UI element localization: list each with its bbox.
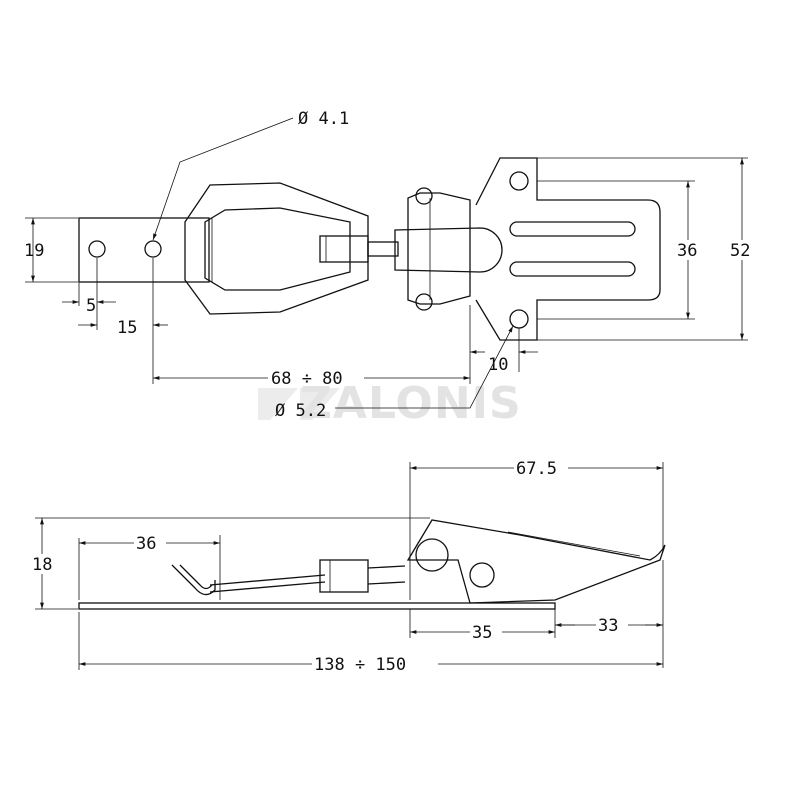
slot-bottom	[509, 261, 636, 277]
side-pivot	[415, 538, 449, 572]
top-view: 19 5 15 68 ÷ 80 10 Ø 4.1 Ø 5.2 36	[24, 109, 760, 421]
dim-138-150-label: 138 ÷ 150	[314, 655, 406, 675]
clevis	[394, 227, 503, 273]
dim-67-5-label: 67.5	[516, 459, 557, 479]
dim-36-label: 36	[677, 241, 697, 261]
dim-hole-5-2-label: Ø 5.2	[275, 401, 326, 421]
dim-10-label: 10	[488, 355, 508, 375]
slot-top	[509, 221, 636, 237]
keeper-hole-1	[88, 240, 106, 258]
dim-5-label: 5	[86, 296, 96, 316]
threaded-rod	[367, 241, 399, 257]
base-hole-bottom	[509, 309, 529, 329]
dim-18-label: 18	[32, 555, 52, 575]
side-view: 67.5 36 18 35 33 138 ÷ 150	[30, 458, 666, 675]
hook-loop-outer	[184, 182, 369, 315]
dim-hole-4-1-label: Ø 4.1	[298, 109, 349, 129]
dim-15-label: 15	[117, 318, 137, 338]
watermark-text: ZALONIS	[300, 378, 522, 429]
lever-body	[407, 192, 471, 305]
dim-19-label: 19	[24, 241, 44, 261]
side-nut	[319, 559, 369, 593]
side-pin	[469, 562, 495, 588]
dim-68-80-label: 68 ÷ 80	[271, 369, 343, 389]
base-hole-top	[509, 171, 529, 191]
keeper-hole-2	[144, 240, 162, 258]
dim-52-label: 52	[730, 241, 750, 261]
hook-loop-inner	[204, 207, 351, 291]
dim-36-side-label: 36	[136, 534, 156, 554]
base-plate	[475, 157, 661, 341]
side-lever	[406, 519, 666, 604]
watermark-logo: ZALONIS	[258, 378, 522, 429]
side-base-plate	[78, 602, 556, 610]
side-hook-wire	[171, 564, 216, 596]
keeper-plate	[78, 217, 210, 283]
dim-35-label: 35	[472, 623, 492, 643]
threaded-rod-nut	[319, 235, 369, 263]
dim-33-label: 33	[598, 616, 618, 636]
